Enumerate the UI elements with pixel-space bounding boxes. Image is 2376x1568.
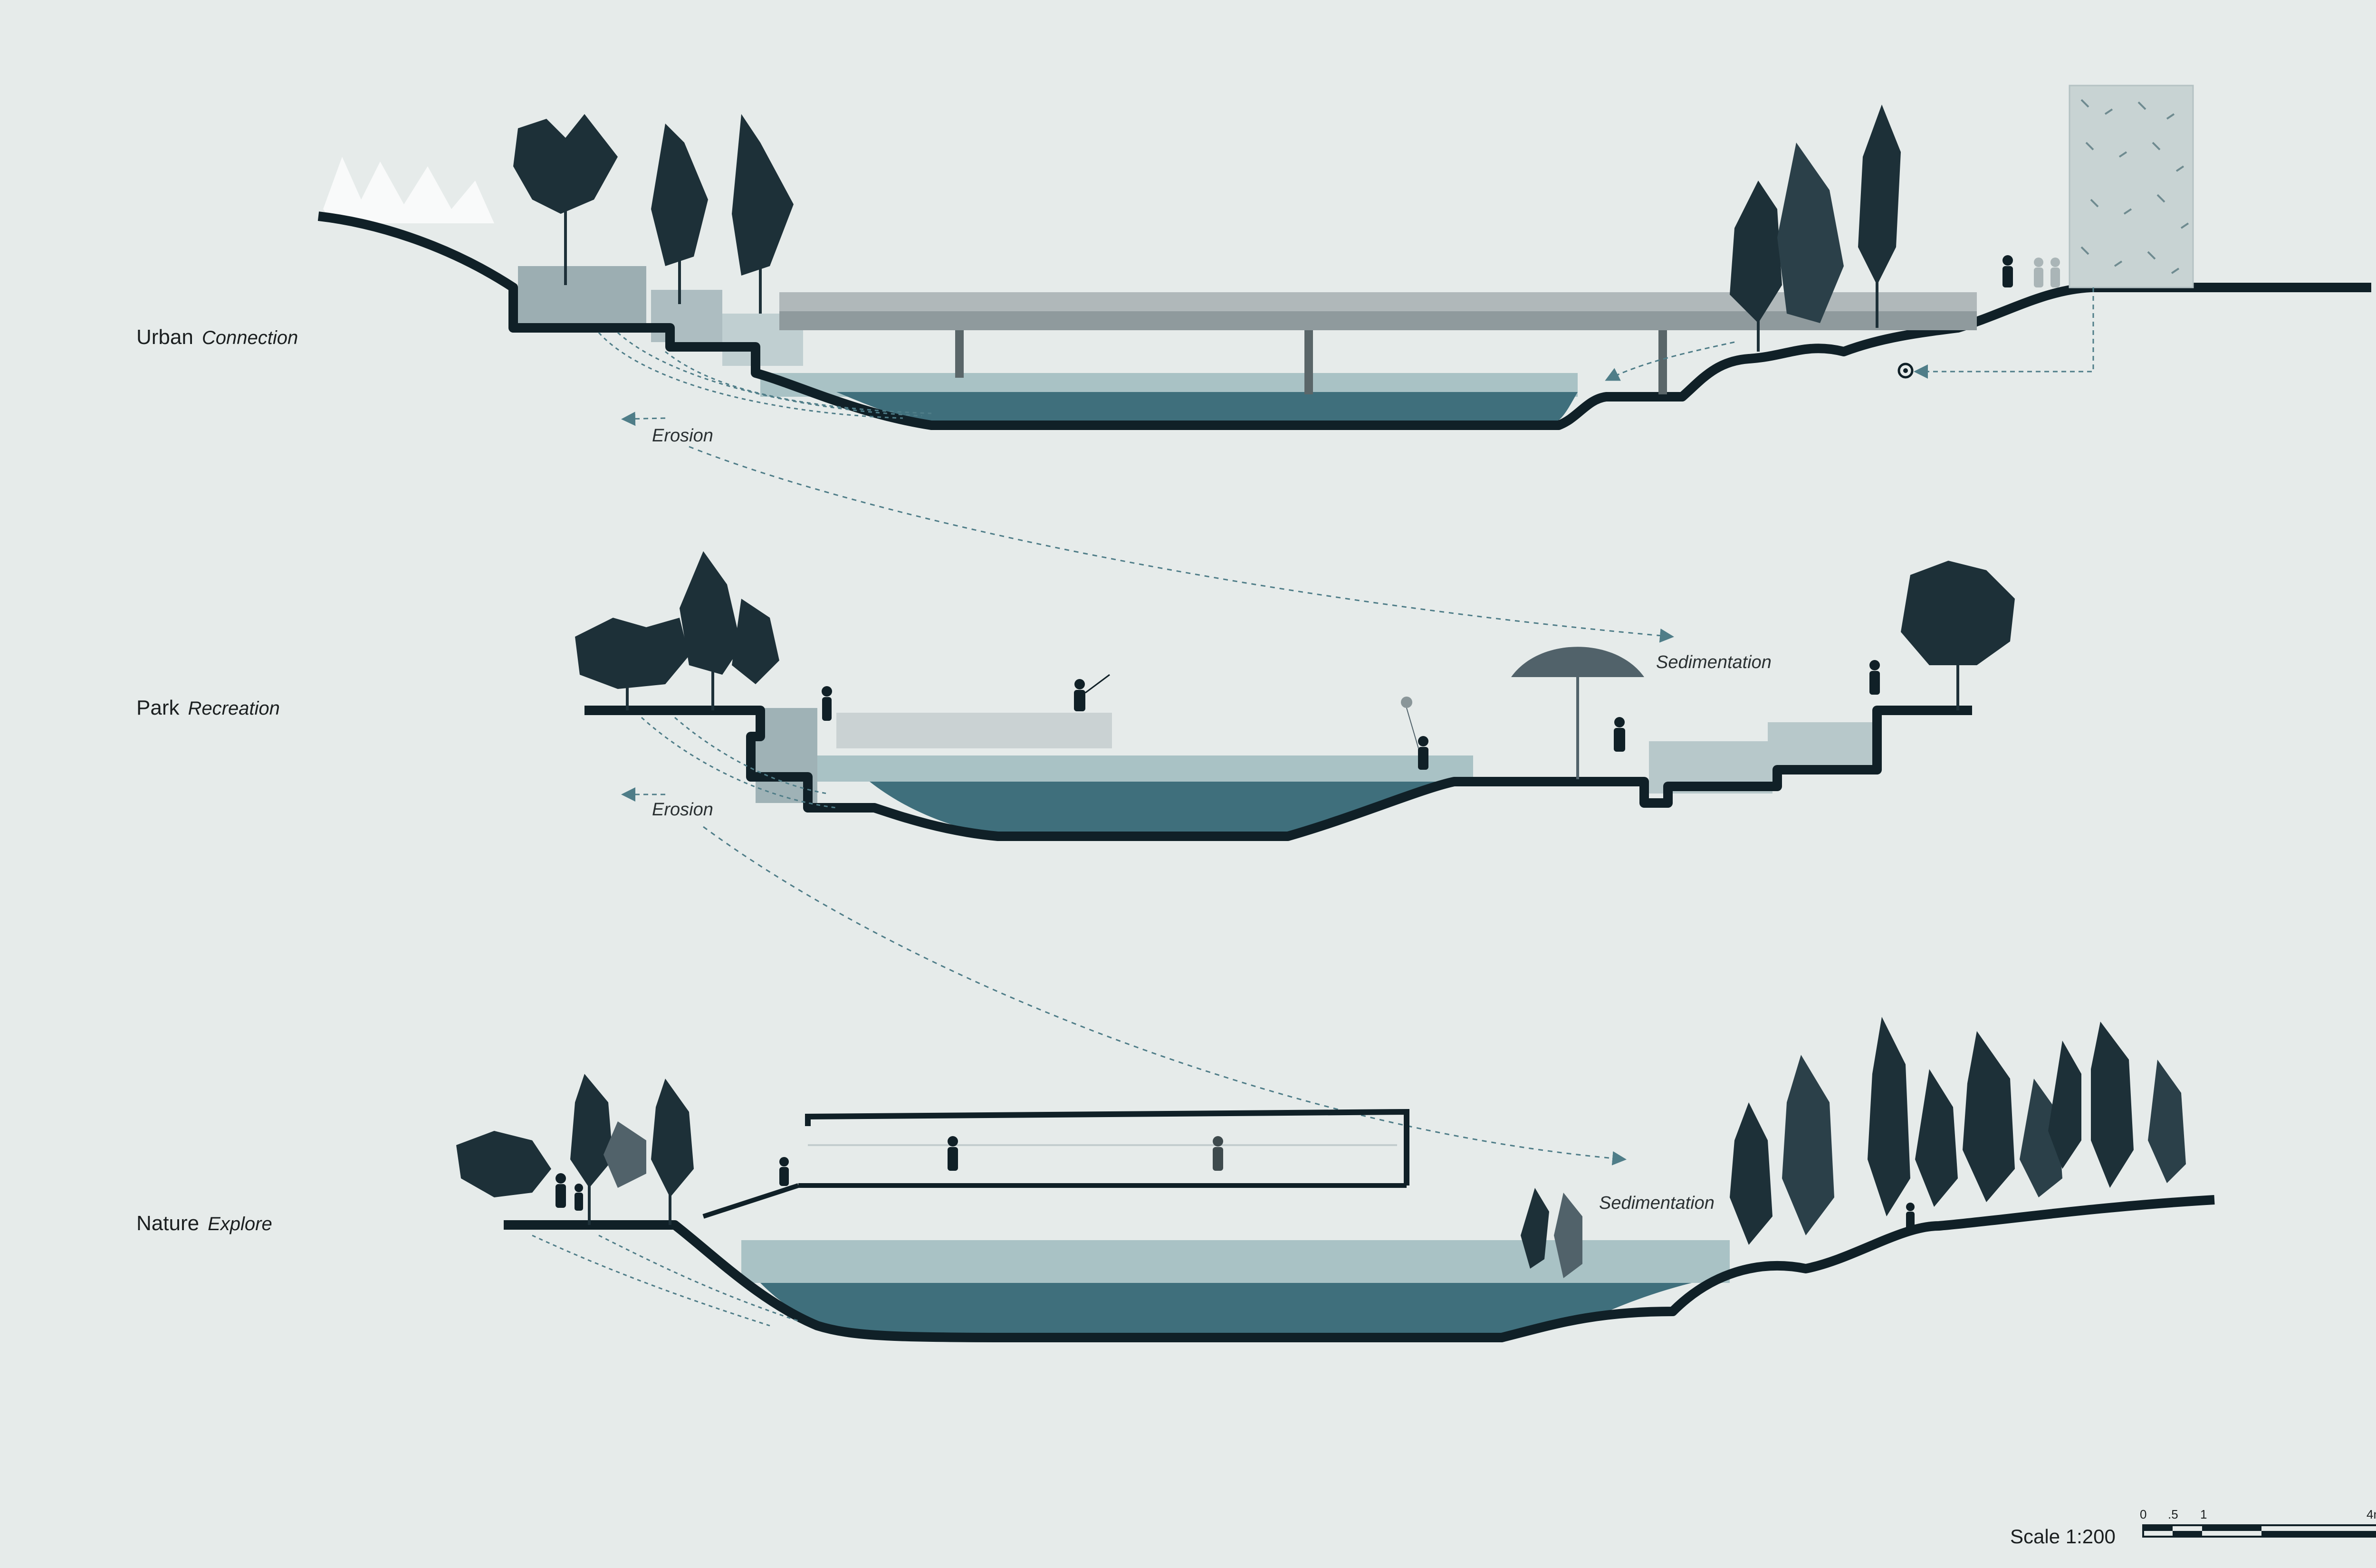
section-subtitle: Explore	[208, 1214, 272, 1234]
urban-tree-3	[732, 114, 794, 276]
scale-bar-segment-4	[2261, 1531, 2376, 1537]
urban-erosion-fan-1	[598, 332, 903, 419]
urban-tree-6	[1858, 105, 1901, 285]
scale-tick-4m: 4m	[2366, 1507, 2376, 1521]
scale-tick-half: .5	[2168, 1507, 2178, 1521]
nature-tree-3	[651, 1079, 694, 1197]
urban-water-deep	[836, 392, 1578, 424]
nature-tree-9	[1868, 1017, 1910, 1216]
section-title: Urban	[136, 325, 193, 349]
nature-person-1	[556, 1173, 566, 1208]
urban-drain-symbol	[1897, 363, 1914, 379]
scale-bar-segment-3	[2202, 1525, 2261, 1531]
urban-bridge-pillar-1	[955, 330, 964, 378]
urban-erosion-arrow	[621, 411, 666, 426]
park-child-balloon	[1401, 697, 1428, 770]
urban-erosion-fan-3	[665, 351, 932, 414]
urban-bridge-pillar-2	[1304, 330, 1313, 394]
nature-tree-10	[1915, 1069, 1958, 1207]
park-pier	[836, 713, 1112, 748]
scale-label: Scale 1:200	[2010, 1525, 2116, 1548]
urban-stone-block-2	[651, 290, 722, 342]
nature-tree-2	[570, 1074, 613, 1188]
park-water-deep	[870, 782, 1454, 836]
urban-building-pattern	[2080, 99, 2189, 274]
urban-flow-line-right	[1914, 287, 2094, 379]
urban-tree-5	[1777, 143, 1844, 323]
scale-bar-segment-2	[2173, 1531, 2202, 1537]
nature-tree-13	[2048, 1041, 2081, 1169]
section-subtitle: Connection	[201, 327, 298, 348]
urban-person-faded	[2034, 258, 2060, 287]
section-label-urban: Urban Connection	[136, 325, 298, 349]
park-tree-1	[575, 618, 689, 689]
nature-walkway-ramp	[702, 1183, 799, 1219]
park-umbrella	[1511, 647, 1644, 677]
nature-person-forest	[1906, 1203, 1915, 1231]
nature-tree-7	[1730, 1102, 1772, 1245]
urban-reeds	[323, 157, 494, 223]
park-section	[575, 551, 2015, 841]
nature-walkway-roof	[805, 1109, 1409, 1186]
park-tree-2	[680, 551, 741, 675]
urban-drain-symbol-dot	[1903, 368, 1908, 373]
nature-erosion-fan-1	[532, 1234, 770, 1327]
nature-tree-6	[1554, 1193, 1582, 1278]
nature-section	[456, 1017, 2215, 1342]
scale-bar-segment-1	[2143, 1525, 2173, 1531]
urban-section	[317, 85, 2371, 430]
scale-tick-1: 1	[2200, 1507, 2207, 1521]
transport-curve-1	[689, 446, 1674, 643]
park-person-table	[1614, 717, 1625, 752]
urban-stone-block-1	[518, 266, 646, 323]
nature-tree-14	[2091, 1022, 2134, 1188]
park-person-walking	[822, 686, 832, 721]
nature-tree-4	[604, 1121, 646, 1188]
section-title: Park	[136, 696, 180, 719]
nature-person-walkway-3	[1213, 1136, 1223, 1171]
scale-bar	[2142, 1524, 2376, 1538]
park-person-right	[1869, 660, 1880, 695]
urban-bridge-deck-shade	[779, 311, 1977, 330]
park-ground-profile	[584, 706, 1972, 841]
section-subtitle: Recreation	[188, 698, 280, 719]
section-label-park: Park Recreation	[136, 696, 280, 720]
section-title: Nature	[136, 1212, 200, 1235]
urban-tree-1	[513, 114, 618, 214]
park-water-shallow	[808, 755, 1473, 782]
nature-person-walkway-1	[779, 1157, 789, 1186]
urban-bridge-pillar-3	[1658, 330, 1667, 394]
park-stone-right-2	[1768, 722, 1877, 770]
nature-tree-15	[2148, 1060, 2186, 1183]
nature-tree-1	[456, 1131, 551, 1197]
nature-erosion-fan-2	[598, 1234, 799, 1322]
park-person-fishing	[1074, 674, 1110, 711]
urban-erosion-fan-2	[617, 332, 922, 417]
urban-building	[2069, 85, 2194, 288]
nature-water-deep	[760, 1283, 1692, 1335]
scale-tick-0: 0	[2140, 1507, 2147, 1521]
section-label-nature: Nature Explore	[136, 1212, 272, 1235]
park-tree-3	[732, 599, 779, 684]
nature-tree-5	[1521, 1188, 1549, 1269]
nature-ground-profile	[504, 1195, 2215, 1342]
annotation-erosion-urban: Erosion	[652, 426, 713, 446]
annotation-sedimentation-nature: Sedimentation	[1599, 1193, 1715, 1213]
nature-person-2	[575, 1184, 583, 1211]
nature-tree-11	[1963, 1031, 2015, 1202]
transport-curve-2	[703, 826, 1627, 1166]
annotation-erosion-park: Erosion	[652, 800, 713, 820]
nature-tree-8	[1782, 1055, 1834, 1235]
urban-person	[2002, 255, 2013, 287]
nature-person-walkway-2	[948, 1136, 958, 1171]
urban-tree-2	[651, 124, 708, 266]
annotation-sedimentation-park: Sedimentation	[1656, 652, 1772, 672]
park-tree-4	[1901, 561, 2015, 665]
urban-tree-4	[1730, 181, 1782, 323]
